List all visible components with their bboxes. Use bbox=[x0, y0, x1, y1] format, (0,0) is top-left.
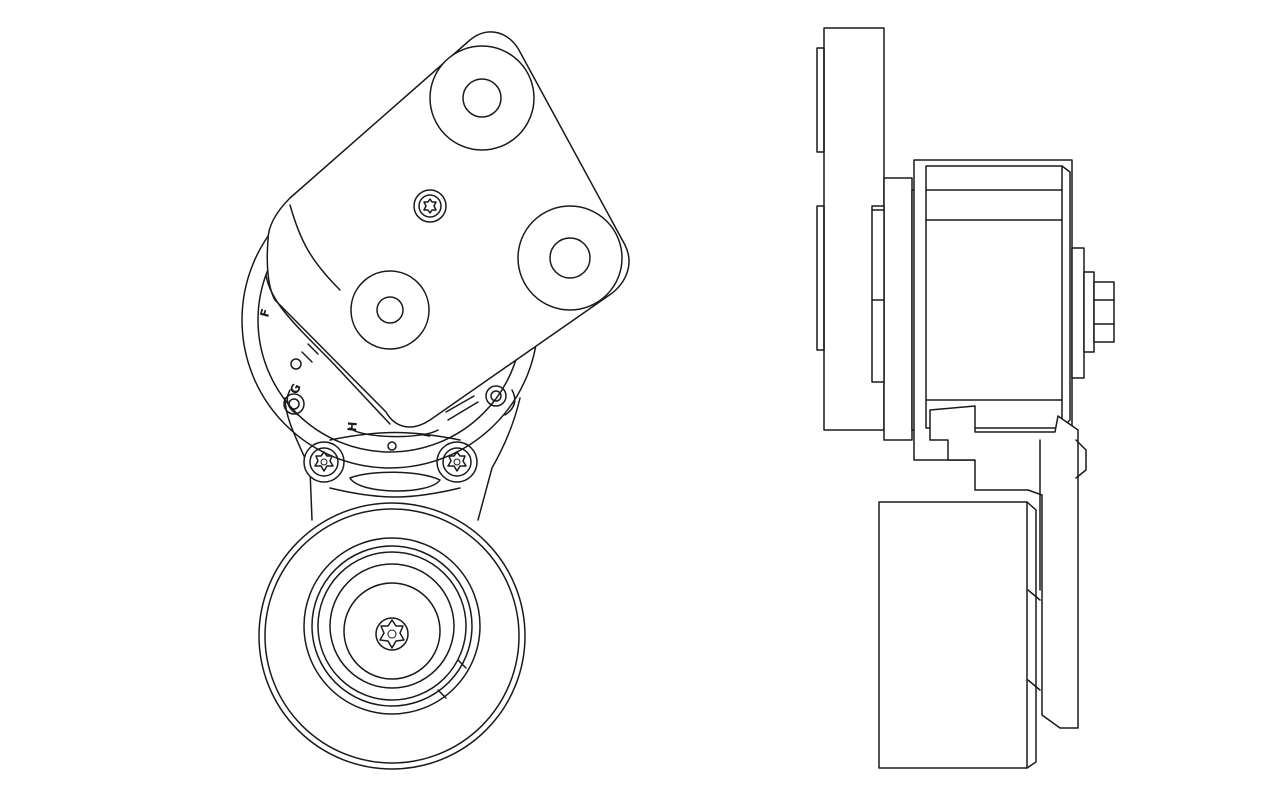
arm-boss-left bbox=[350, 270, 430, 350]
hub-bolt bbox=[1071, 247, 1115, 379]
base-bolt-left bbox=[303, 441, 345, 483]
mark-g: G bbox=[287, 381, 304, 396]
pulley-side bbox=[878, 501, 1037, 769]
tensioner-arm-side bbox=[929, 405, 1087, 729]
front-view: F G H I bbox=[241, 31, 630, 770]
base-bolt-right bbox=[436, 441, 478, 483]
pulley-center-bolt bbox=[375, 617, 409, 651]
arm-boss-right bbox=[517, 205, 623, 311]
mark-i: I bbox=[419, 432, 434, 439]
idler-pulley bbox=[258, 502, 526, 770]
mark-f: F bbox=[257, 307, 273, 319]
side-view bbox=[816, 27, 1115, 769]
arm-boss-top bbox=[429, 45, 535, 151]
mark-h: H bbox=[345, 421, 360, 432]
arm-screw bbox=[413, 189, 447, 223]
